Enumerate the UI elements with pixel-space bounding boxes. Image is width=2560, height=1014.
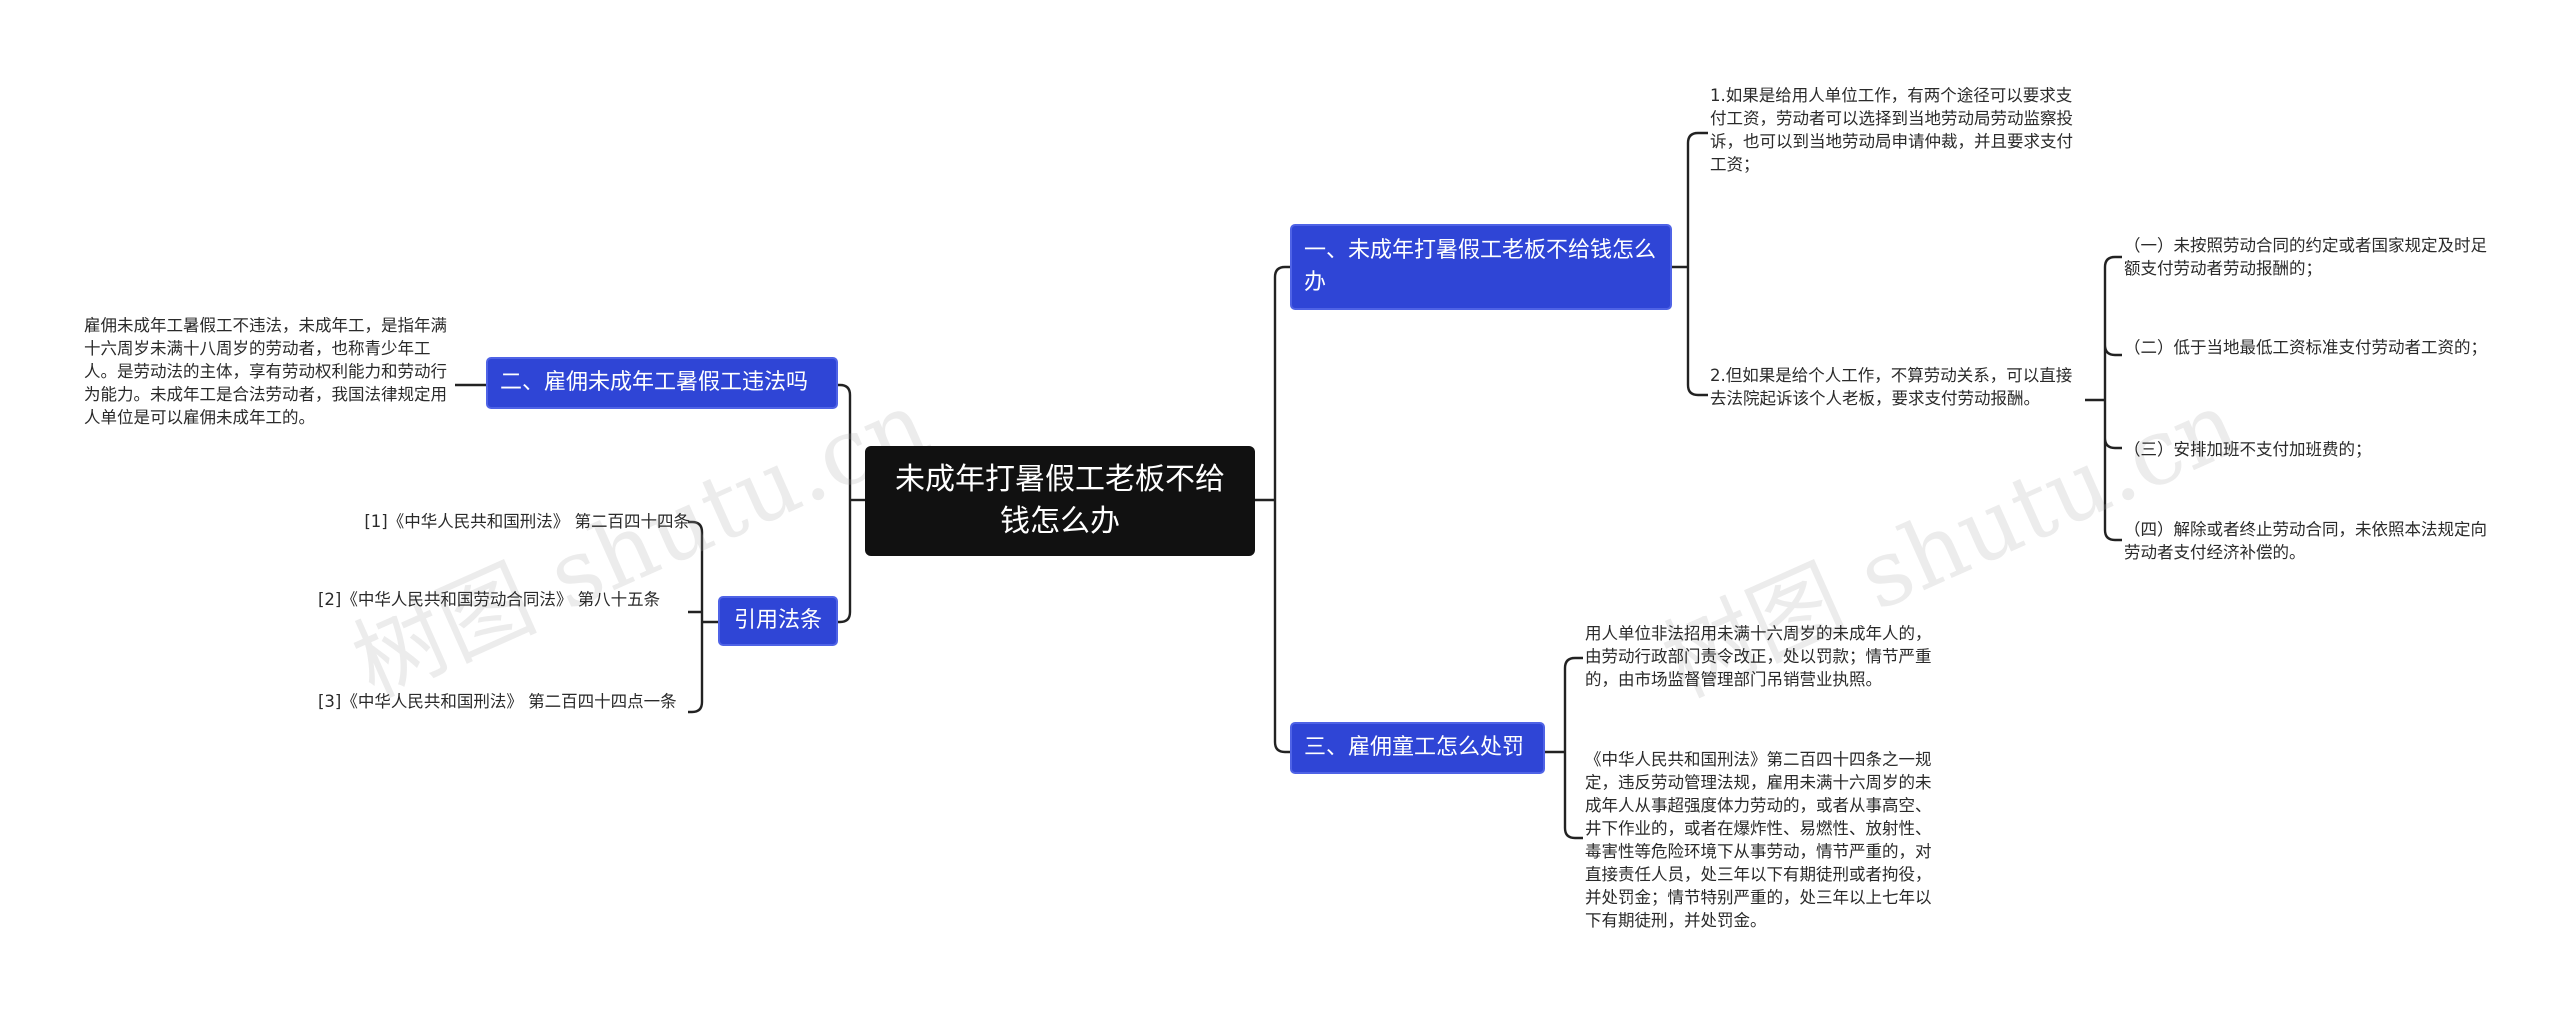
leaf-gc-2: （二）低于当地最低工资标准支付劳动者工资的；	[2124, 338, 2487, 357]
branch-citations[interactable]: 引用法条	[718, 596, 838, 646]
branch-child-labor-penalty[interactable]: 三、雇佣童工怎么处罚	[1290, 722, 1545, 774]
leaf-gc-1: （一）未按照劳动合同的约定或者国家规定及时足额支付劳动者劳动报酬的；	[2124, 236, 2487, 278]
connector-b4-children	[688, 520, 718, 714]
leaf-citation-1: [1]《中华人民共和国刑法》 第二百四十四条	[364, 512, 690, 531]
leaf-hiring-legal: 雇佣未成年工暑假工不违法，未成年工，是指年满十六周岁未满十八周岁的劳动者，也称青…	[84, 316, 447, 427]
leaf-citation-2: [2]《中华人民共和国劳动合同法》 第八十五条	[318, 590, 661, 609]
leaf-penalty-admin: 用人单位非法招用未满十六周岁的未成年人的，由劳动行政部门责令改正，处以罚款；情节…	[1585, 624, 1932, 689]
branch-hiring-legality[interactable]: 二、雇佣未成年工暑假工违法吗	[486, 357, 838, 409]
connector-left-trunk	[838, 383, 852, 624]
root-topic[interactable]: 未成年打暑假工老板不给钱怎么办	[865, 446, 1255, 556]
leaf-gc-3: （三）安排加班不支付加班费的；	[2124, 440, 2372, 459]
connector-b3-children	[1545, 656, 1583, 840]
connector-b1-children	[1672, 131, 1708, 397]
leaf-individual-route: 2.但如果是给个人工作，不算劳动关系，可以直接去法院起诉该个人老板，要求支付劳动…	[1710, 366, 2073, 408]
leaf-citation-3: [3]《中华人民共和国刑法》 第二百四十四点一条	[318, 692, 677, 711]
connector-right-trunk	[1273, 265, 1290, 754]
connector-gc	[2085, 255, 2122, 542]
leaf-employer-route: 1.如果是给用人单位工作，有两个途径可以要求支付工资，劳动者可以选择到当地劳动局…	[1710, 86, 2073, 174]
leaf-penalty-criminal: 《中华人民共和国刑法》第二百四十四条之一规定，违反劳动管理法规，雇用未满十六周岁…	[1585, 750, 1932, 930]
leaf-gc-4: （四）解除或者终止劳动合同，未依照本法规定向劳动者支付经济补偿的。	[2124, 520, 2487, 562]
branch-unpaid-wages[interactable]: 一、未成年打暑假工老板不给钱怎么办	[1290, 224, 1672, 310]
